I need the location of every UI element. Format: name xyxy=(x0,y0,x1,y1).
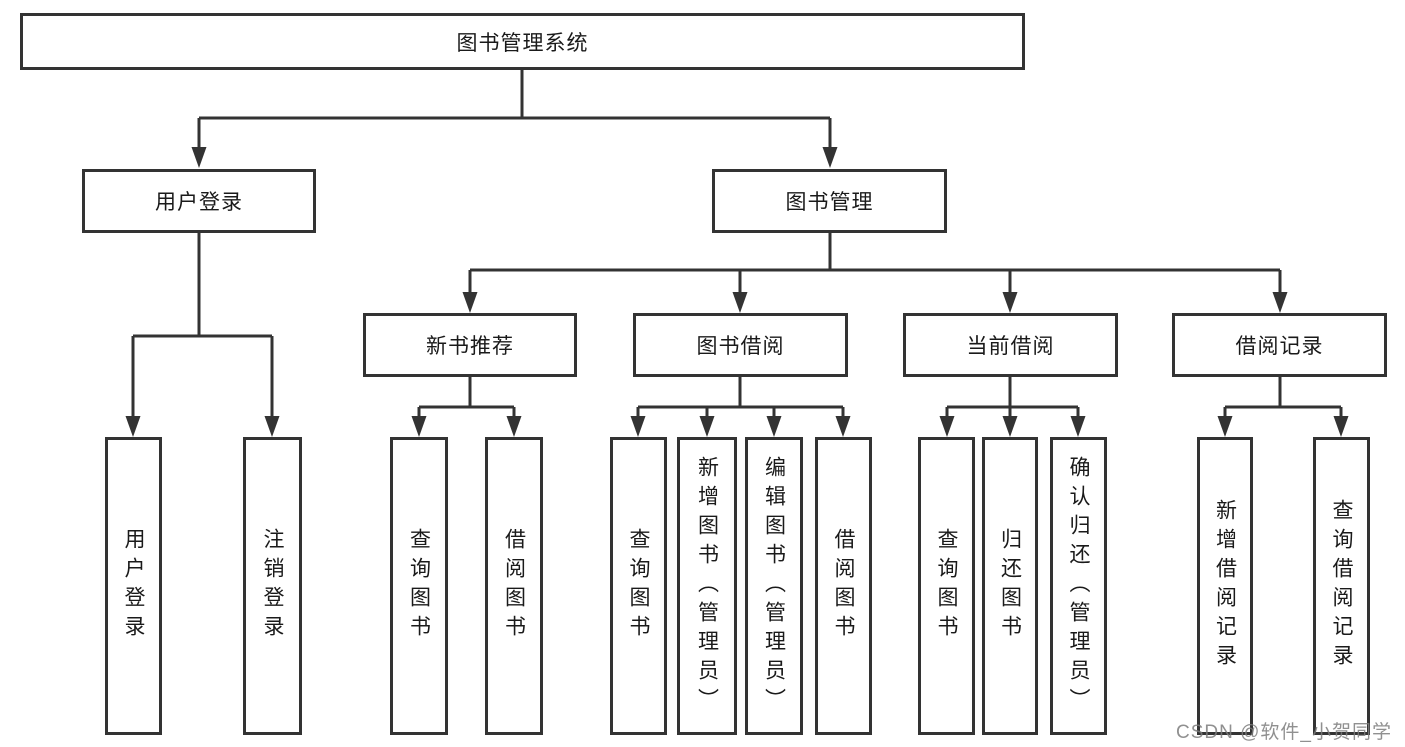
leaf-label: 编辑图书（管理员） xyxy=(762,455,786,717)
node-book-management: 图书管理 xyxy=(712,169,947,233)
leaf-label: 借阅图书 xyxy=(832,528,855,644)
leaf-query-books-recommend: 查询图书 xyxy=(390,437,448,735)
leaf-query-borrow-record: 查询借阅记录 xyxy=(1313,437,1370,735)
leaf-label: 查询图书 xyxy=(935,528,958,644)
leaf-label: 查询图书 xyxy=(627,528,650,644)
node-user-login: 用户登录 xyxy=(82,169,316,233)
leaf-label: 查询借阅记录 xyxy=(1330,499,1353,673)
leaf-borrow-books: 借阅图书 xyxy=(815,437,872,735)
node-library-management-system: 图书管理系统 xyxy=(20,13,1025,70)
leaf-label: 借阅图书 xyxy=(502,528,526,644)
leaf-borrow-books-recommend: 借阅图书 xyxy=(485,437,543,735)
leaf-label: 注销登录 xyxy=(261,528,284,644)
leaf-return-books: 归还图书 xyxy=(982,437,1038,735)
leaf-add-borrow-record: 新增借阅记录 xyxy=(1197,437,1253,735)
leaf-label: 查询图书 xyxy=(407,528,431,644)
node-current-borrowing: 当前借阅 xyxy=(903,313,1118,377)
csdn-watermark: CSDN @软件_小贺同学 xyxy=(1176,722,1392,743)
leaf-label: 用户登录 xyxy=(122,528,145,644)
node-book-borrowing: 图书借阅 xyxy=(633,313,848,377)
leaf-query-books-borrowing: 查询图书 xyxy=(610,437,667,735)
node-borrowing-records: 借阅记录 xyxy=(1172,313,1387,377)
leaf-label: 新增借阅记录 xyxy=(1213,499,1237,673)
leaf-add-books-admin: 新增图书（管理员） xyxy=(677,437,737,735)
leaf-label: 新增图书（管理员） xyxy=(695,455,719,717)
leaf-logout: 注销登录 xyxy=(243,437,302,735)
leaf-label: 确认归还（管理员） xyxy=(1067,455,1090,717)
leaf-edit-books-admin: 编辑图书（管理员） xyxy=(745,437,803,735)
leaf-user-login: 用户登录 xyxy=(105,437,162,735)
node-new-book-recommendation: 新书推荐 xyxy=(363,313,577,377)
leaf-query-books-current: 查询图书 xyxy=(918,437,975,735)
leaf-confirm-return-admin: 确认归还（管理员） xyxy=(1050,437,1107,735)
leaf-label: 归还图书 xyxy=(998,528,1022,644)
